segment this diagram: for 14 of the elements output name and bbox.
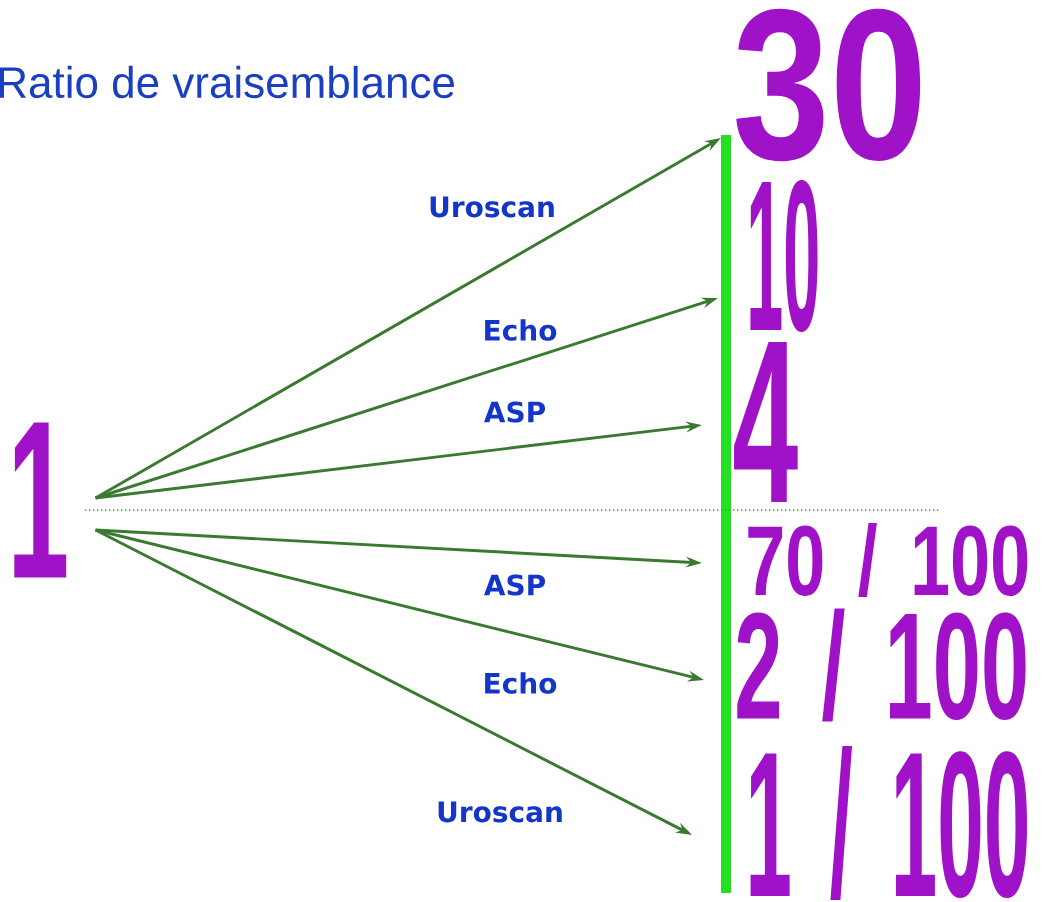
edge-label: Echo <box>481 670 559 696</box>
edge-label: Uroscan <box>426 195 558 219</box>
number: 10 <box>750 179 818 333</box>
edge-label: ASP <box>482 400 548 424</box>
number: 1 / 100 <box>750 745 1027 901</box>
number: 2 / 100 <box>737 608 1026 722</box>
edge-label: Echo <box>481 317 559 343</box>
number: 4 <box>734 341 798 503</box>
number: 1 <box>14 422 67 578</box>
edge-label: ASP <box>482 573 548 597</box>
number: 30 <box>736 8 921 162</box>
number: 70 / 100 <box>748 523 1028 597</box>
edge-label: Uroscan <box>434 800 566 824</box>
title: Ratio de vraisemblance <box>0 65 454 99</box>
